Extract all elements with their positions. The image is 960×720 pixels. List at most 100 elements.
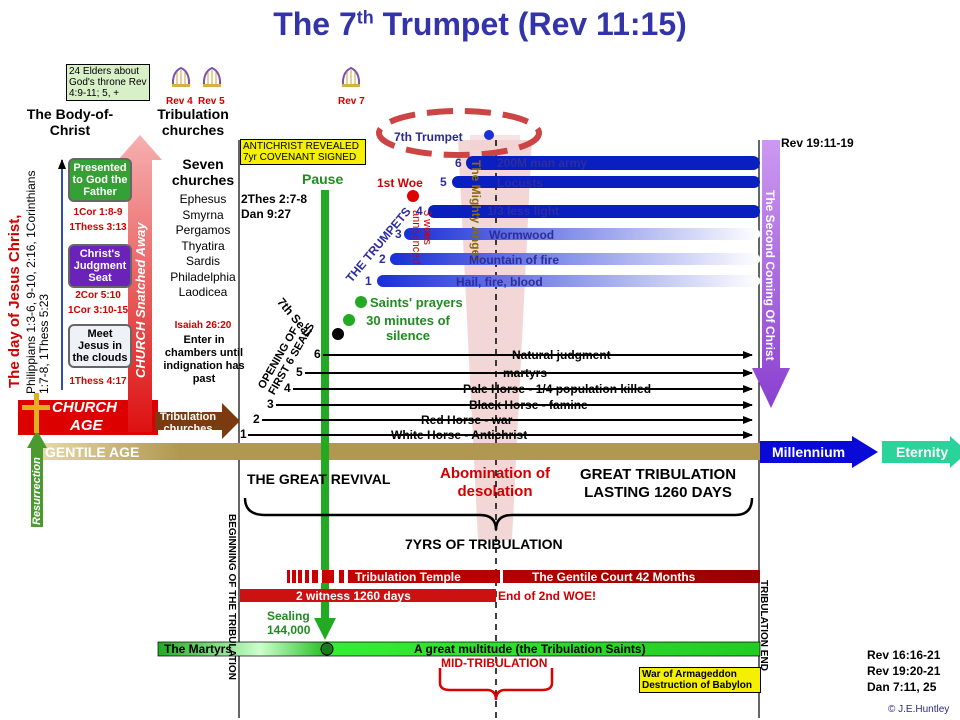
isaiah-ref: Isaiah 26:20 bbox=[174, 320, 232, 331]
rev-ref: Dan 7:11, 25 bbox=[867, 680, 937, 694]
rev-refs: Rev 16:16-21 Rev 19:20-21 Dan 7:11, 25 bbox=[867, 647, 940, 695]
church-name: Laodicea bbox=[178, 285, 228, 299]
woes-announced-label: 3 woes announced bbox=[410, 210, 433, 265]
seal-label: Red Horse - war bbox=[421, 413, 513, 427]
day-refs: Philippians 1:3-6, 9-10, 2:16, 1Corinthi… bbox=[24, 170, 51, 394]
saints-prayers-label: Saints' prayers bbox=[370, 295, 463, 310]
church-name: Smyrna bbox=[182, 207, 224, 222]
trumpet-label: Hail, fire, blood bbox=[456, 275, 543, 289]
eternity-label: Eternity bbox=[896, 444, 949, 460]
seal-number: 6 bbox=[314, 347, 321, 361]
trib-end-label: TRIBULATION END bbox=[758, 580, 769, 671]
multitude-bar-label: A great multitude (the Tribulation Saint… bbox=[414, 642, 646, 656]
rev-ref: Rev 19:20-21 bbox=[867, 664, 941, 678]
cross-icon bbox=[22, 405, 50, 410]
body-of-christ-heading: The Body-of-Christ bbox=[26, 106, 114, 138]
presented-ref2: 1Thess 3:13 bbox=[69, 222, 127, 233]
seal-number: 3 bbox=[267, 397, 274, 411]
seal-label: Black Horse - famine bbox=[469, 398, 588, 412]
temple-label: Tribulation Temple bbox=[355, 570, 461, 584]
seal-label: Pale Horse - 1/4 population killed bbox=[463, 382, 652, 396]
church-age-label-b: AGE bbox=[70, 417, 103, 434]
trumpet-number: 4 bbox=[416, 204, 423, 218]
seventh-trumpet-ellipse bbox=[376, 108, 542, 158]
snatched-away-label: CHURCH Snatched Away bbox=[133, 222, 148, 378]
trumpet-label: 1/3 less light bbox=[487, 204, 560, 218]
judgment-seat-box: Christ's Judgment Seat bbox=[68, 244, 132, 288]
end-woe-label: End of 2nd WOE! bbox=[498, 589, 596, 603]
seven-years-label: 7YRS OF TRIBULATION bbox=[405, 536, 563, 552]
seal-number: 2 bbox=[253, 412, 260, 426]
copyright: © J.E.Huntley bbox=[888, 704, 950, 715]
rev-ref: Rev 16:16-21 bbox=[867, 648, 941, 662]
resurrection-arrow bbox=[27, 430, 47, 527]
mid-trib-bracket bbox=[438, 668, 554, 701]
sealing-label: Sealing 144,000 bbox=[267, 609, 311, 637]
seal-number: 5 bbox=[296, 365, 303, 379]
seal-arrows bbox=[248, 351, 753, 439]
church-name: Philadelphia bbox=[170, 269, 236, 284]
trumpet-number: 2 bbox=[379, 252, 386, 266]
two-witness-label: 2 witness 1260 days bbox=[296, 589, 411, 603]
seven-churches-heading: Seven churches bbox=[171, 156, 235, 188]
rev19-ref: Rev 19:11-19 bbox=[781, 136, 854, 150]
gentile-age-band bbox=[35, 443, 760, 460]
church-name: Thyatira bbox=[181, 238, 225, 253]
mighty-angel-label: The Mighty Angel bbox=[469, 160, 483, 260]
two-witness-bar bbox=[240, 589, 496, 602]
temple-bar bbox=[287, 570, 760, 583]
dan-ref: Dan 9:27 bbox=[241, 207, 292, 221]
church-name: Pergamos bbox=[175, 223, 231, 237]
harp-icon bbox=[201, 66, 223, 93]
seventh-trumpet-label: 7th Trumpet bbox=[394, 130, 463, 144]
seven-years-brace bbox=[243, 497, 754, 531]
harp-icon bbox=[340, 66, 362, 93]
armageddon-box: War of Armageddon Destruction of Babylon bbox=[639, 667, 761, 693]
millennium-label: Millennium bbox=[772, 444, 846, 460]
abomination-label: Abomination of desolation bbox=[440, 465, 550, 500]
church-age-label-a: CHURCH bbox=[52, 399, 117, 416]
day-of-christ: The day of Jesus Christ, bbox=[6, 214, 23, 388]
church-name: Ephesus bbox=[179, 192, 227, 206]
trib-churches-heading: Tribulation churches bbox=[157, 106, 229, 138]
trib-churches-arrow-label: Tribulation churches bbox=[159, 411, 217, 435]
presented-box: Presented to God the Father bbox=[68, 158, 132, 202]
trumpet-label: 200M man army bbox=[497, 156, 588, 170]
gentile-court-label: The Gentile Court 42 Months bbox=[532, 570, 696, 584]
resurrection-label: Resurrection bbox=[31, 457, 43, 525]
trib-churches-arrow bbox=[155, 403, 240, 439]
seal-label: White Horse - Antichrist bbox=[391, 428, 528, 442]
silence-label: 30 minutes of silence bbox=[366, 313, 450, 343]
great-revival-label: THE GREAT REVIVAL bbox=[247, 471, 391, 487]
harp-icon bbox=[170, 66, 192, 93]
second-coming-label: The Second Coming Of Christ bbox=[763, 190, 777, 361]
antichrist-box: ANTICHRIST REVEALED 7yr COVENANT SIGNED bbox=[240, 139, 366, 165]
pause-label: Pause bbox=[302, 171, 344, 187]
thes-ref: 2Thes 2:7-8 bbox=[241, 192, 308, 206]
rev4-label: Rev 4 bbox=[166, 96, 193, 107]
trumpet-number: 1 bbox=[365, 274, 372, 288]
first-woe-label: 1st Woe bbox=[377, 176, 423, 190]
isaiah-text: Enter in chambers until indignation has … bbox=[163, 334, 245, 385]
trumpet-label: Locusts bbox=[497, 176, 544, 190]
trumpet-label: Mountain of fire bbox=[469, 253, 559, 267]
rev5-label: Rev 5 bbox=[198, 96, 225, 107]
seal-label: Natural judgment bbox=[512, 348, 611, 362]
millennium-arrow bbox=[760, 436, 878, 468]
judgment-ref: 2Cor 5:10 bbox=[75, 290, 121, 301]
great-trib-label: GREAT TRIBULATION LASTING 1260 DAYS bbox=[579, 466, 737, 501]
second-coming-arrow bbox=[752, 140, 790, 408]
meet-jesus-ref: 1Thess 4:17 bbox=[69, 376, 127, 387]
seal-label: martyrs bbox=[503, 366, 548, 380]
judgment-ref2: 1Cor 3:10-15 bbox=[67, 305, 129, 316]
churches-list: Ephesus Smyrna Pergamos Thyatira Sardis … bbox=[160, 192, 246, 301]
gentile-age-label: GENTILE AGE bbox=[45, 444, 140, 460]
presented-ref: 1Cor 1:8-9 bbox=[73, 207, 123, 218]
martyrs-bar-label: The Martyrs bbox=[164, 642, 233, 656]
page-title: The 7th Trumpet (Rev 11:15) bbox=[273, 6, 687, 42]
eternity-arrow bbox=[882, 436, 960, 468]
trumpet-bars bbox=[377, 156, 760, 287]
meet-jesus-box: Meet Jesus in the clouds bbox=[68, 324, 132, 368]
trumpet-number: 5 bbox=[440, 175, 447, 189]
